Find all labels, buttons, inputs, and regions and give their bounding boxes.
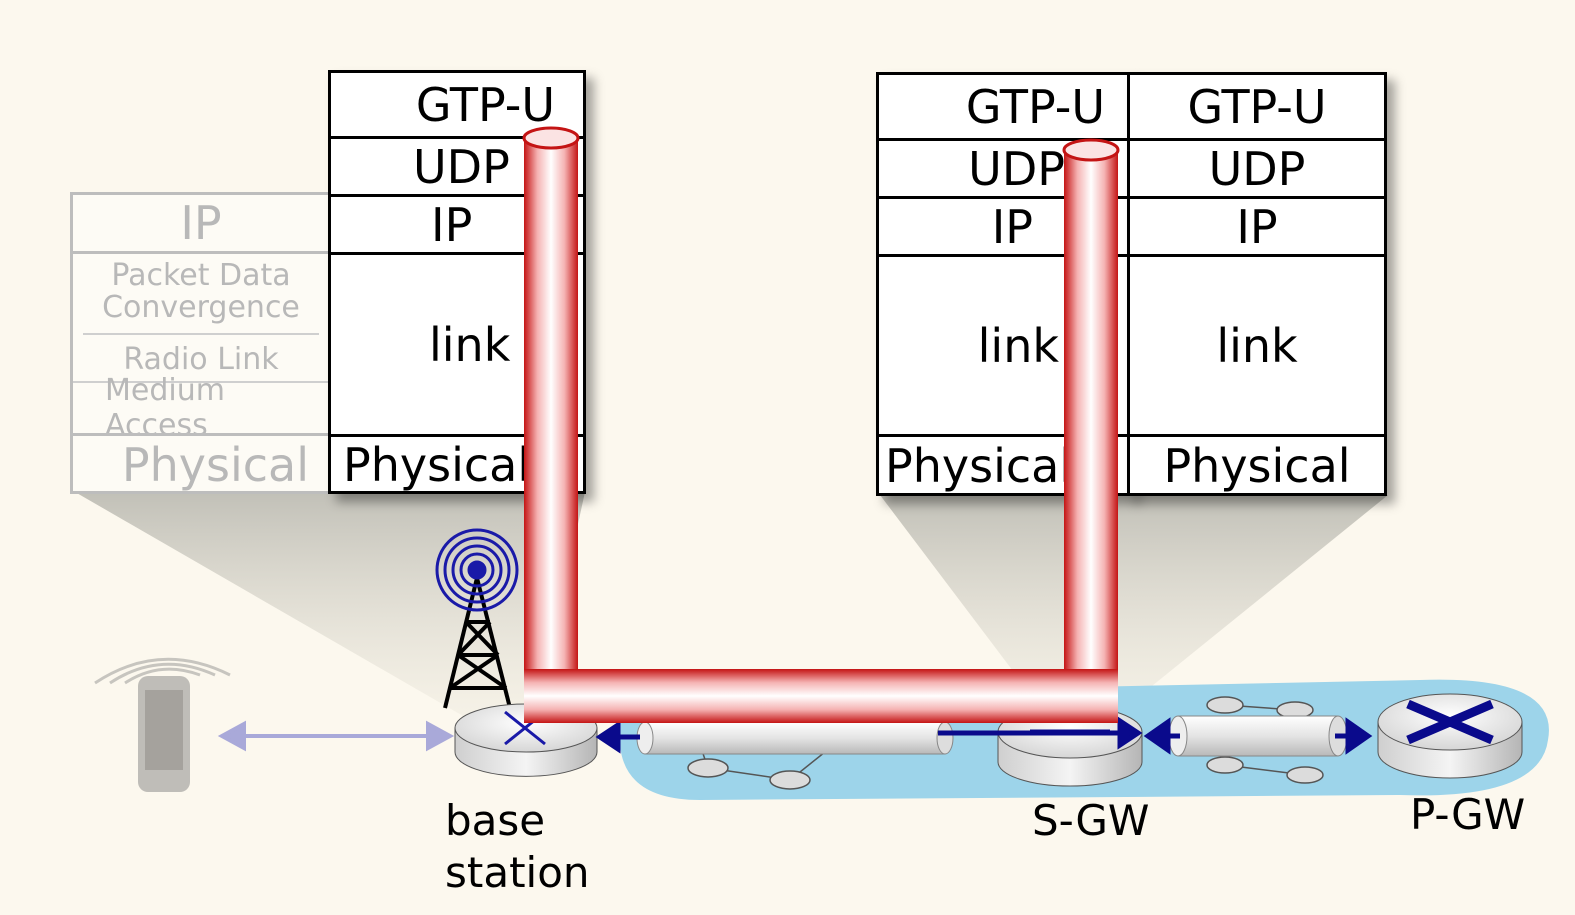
arrow-sgw-pgw <box>1143 717 1373 755</box>
faded-ip-layer: IP <box>73 195 329 254</box>
bs-gtpu-layer: GTP-U <box>331 73 583 139</box>
faded-rlc-layer: Radio Link <box>83 333 319 383</box>
sgw-right-ip-label: IP <box>1236 199 1278 254</box>
bs-physical-layer: Physical <box>331 437 583 493</box>
radio-protocol-stack-faded: IP Packet Data Convergence Radio Link Me… <box>70 192 332 494</box>
bs-link-label: link <box>429 317 511 372</box>
sgw-left-udp-layer: UDP <box>879 141 1129 199</box>
sgw-right-gtpu-layer: GTP-U <box>1130 75 1384 141</box>
sgw-cone <box>880 495 1388 720</box>
faded-physical-label: Physical <box>121 438 309 492</box>
sgw-protocol-stack-right: GTP-U UDP IP link Physical <box>1127 72 1387 496</box>
bs-ip-layer: IP <box>331 197 583 255</box>
bs-physical-label: Physical <box>343 438 531 492</box>
faded-ip-label: IP <box>180 196 222 250</box>
bs-udp-label: UDP <box>413 139 510 194</box>
bs-gtpu-label: GTP-U <box>415 77 555 132</box>
faded-pdcp-label-1: Packet Data <box>111 258 291 293</box>
faded-mac-layer: Medium Access <box>73 373 329 443</box>
link-cylinder-bs-sgw <box>636 721 954 755</box>
sgw-left-udp-label: UDP <box>968 141 1065 196</box>
base-station-protocol-stack: GTP-U UDP IP link Physical <box>328 70 586 494</box>
base-station-label-line1: base <box>445 796 546 845</box>
sgw-left-link-layer: link <box>879 257 1129 437</box>
pgw-router-icon <box>1377 693 1523 779</box>
arrow-bs-sgw <box>595 716 1143 754</box>
base-station-router-icon <box>454 703 598 777</box>
sgw-left-gtpu-label: GTP-U <box>965 79 1105 134</box>
faded-physical-layer: Physical <box>73 433 329 494</box>
small-router-group-left <box>687 744 831 790</box>
sgw-right-physical-layer: Physical <box>1130 437 1384 495</box>
sgw-label: S-GW <box>1032 796 1150 845</box>
faded-pdcp-layer: Packet Data Convergence <box>73 253 329 331</box>
antenna-tower-icon <box>443 577 512 709</box>
radio-waves-icon <box>435 528 519 612</box>
sgw-right-gtpu-label: GTP-U <box>1187 79 1327 134</box>
faded-rlc-label: Radio Link <box>123 341 279 377</box>
sgw-right-udp-layer: UDP <box>1130 141 1384 199</box>
faded-mac-label: Medium Access <box>105 373 225 443</box>
sgw-left-link-label: link <box>977 318 1059 373</box>
sgw-right-link-layer: link <box>1130 257 1384 437</box>
sgw-right-udp-label: UDP <box>1208 141 1306 196</box>
base-station-label-line2: station <box>445 848 590 897</box>
bs-udp-layer: UDP <box>331 139 583 197</box>
sgw-left-ip-label: IP <box>991 199 1033 254</box>
sgw-left-physical-label: Physical <box>885 439 1073 493</box>
wireless-link-arrow <box>217 720 455 752</box>
pgw-label: P-GW <box>1410 790 1526 839</box>
faded-pdcp-label-2: Convergence <box>102 290 300 325</box>
sgw-left-ip-layer: IP <box>879 199 1129 257</box>
bs-link-layer: link <box>331 255 583 437</box>
sgw-right-ip-layer: IP <box>1130 199 1384 257</box>
sgw-left-physical-layer: Physical <box>879 437 1129 495</box>
sgw-protocol-stack-left: GTP-U UDP IP link Physical <box>876 72 1132 496</box>
small-router-group-right <box>1206 696 1324 784</box>
sgw-right-link-label: link <box>1216 318 1298 373</box>
bs-ip-label: IP <box>431 197 473 252</box>
phone-icon <box>94 657 231 792</box>
sgw-left-gtpu-layer: GTP-U <box>879 75 1129 141</box>
link-cylinder-sgw-pgw <box>1168 715 1348 757</box>
sgw-right-physical-label: Physical <box>1163 439 1351 493</box>
